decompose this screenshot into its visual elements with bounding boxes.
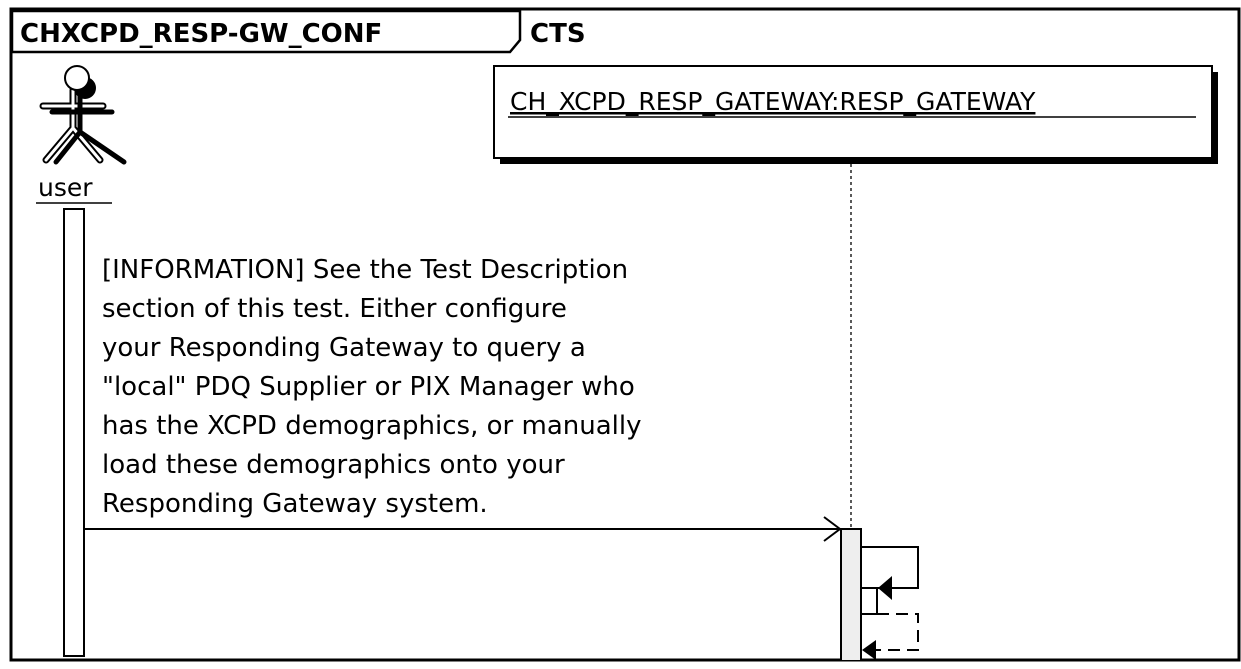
message-line: Responding Gateway system. (102, 489, 488, 519)
self-message-solid-head (878, 576, 892, 600)
actor-activation-bar (63, 208, 85, 657)
message-line: load these demographics onto your (102, 450, 565, 480)
participant-name: CH_XCPD_RESP_GATEWAY:RESP_GATEWAY (510, 87, 1036, 116)
self-message-return (876, 613, 919, 651)
participant-activation-bar (840, 528, 862, 661)
frame-title-overflow: CTS (530, 19, 586, 49)
frame-title-tab (10, 9, 522, 54)
actor-name: user (38, 173, 93, 202)
message-text: [INFORMATION] See the Test Description s… (102, 255, 641, 519)
message-line: has the XCPD demographics, or manually (102, 411, 641, 441)
frame-title: CHXCPD_RESP-GW_CONF (20, 19, 382, 49)
nested-activation-bar (860, 587, 878, 615)
message-line: "local" PDQ Supplier or PIX Manager who (102, 372, 635, 402)
self-message-solid (861, 546, 919, 589)
stick-figure-icon (39, 65, 127, 165)
participant-box (493, 65, 1213, 159)
message-line: section of this test. Either configure (102, 294, 567, 324)
message-line: [INFORMATION] See the Test Description (102, 255, 628, 285)
message-line: your Responding Gateway to query a (102, 333, 586, 363)
self-message-return-head (862, 640, 876, 660)
